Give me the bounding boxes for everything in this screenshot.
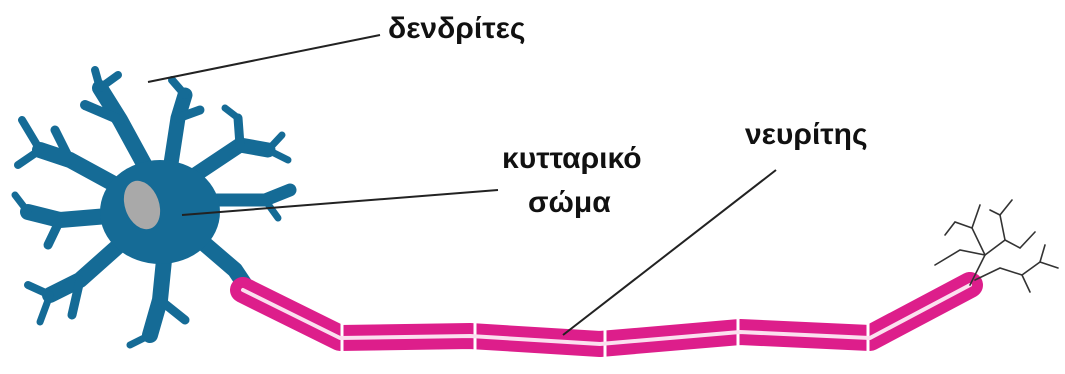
terminal-branch: [1040, 245, 1045, 262]
dendrite: [195, 145, 268, 175]
terminal-branch: [1022, 275, 1030, 292]
dendrite: [170, 95, 185, 170]
dendrite: [238, 118, 240, 145]
terminal-branch: [975, 262, 1058, 280]
terminal-branch: [935, 250, 985, 265]
terminal-branch: [990, 210, 1000, 215]
dendrite: [268, 150, 288, 160]
dendrite: [172, 80, 185, 95]
dendrite: [130, 335, 150, 345]
dendrite: [28, 285, 50, 295]
dendrite: [100, 88, 150, 175]
dendrites-label: δενδρίτες: [388, 12, 525, 47]
terminal-branch: [945, 222, 972, 235]
cell-body-label-line1: κυτταρικό: [502, 142, 642, 177]
terminal-branch: [985, 200, 1012, 255]
cell-body-label-line2: σώμα: [528, 186, 611, 221]
terminal-branch: [1005, 232, 1035, 248]
dendrites-leader-line: [148, 35, 380, 82]
dendrite: [40, 295, 50, 322]
axon-label: νευρίτης: [745, 118, 868, 153]
dendrite: [18, 150, 40, 165]
axon: [243, 285, 970, 360]
dendrite: [100, 75, 118, 88]
dendrite: [22, 120, 40, 150]
dendrite: [210, 190, 290, 200]
dendrite: [50, 240, 125, 295]
axon-terminals: [935, 200, 1058, 292]
dendrite: [225, 108, 238, 118]
